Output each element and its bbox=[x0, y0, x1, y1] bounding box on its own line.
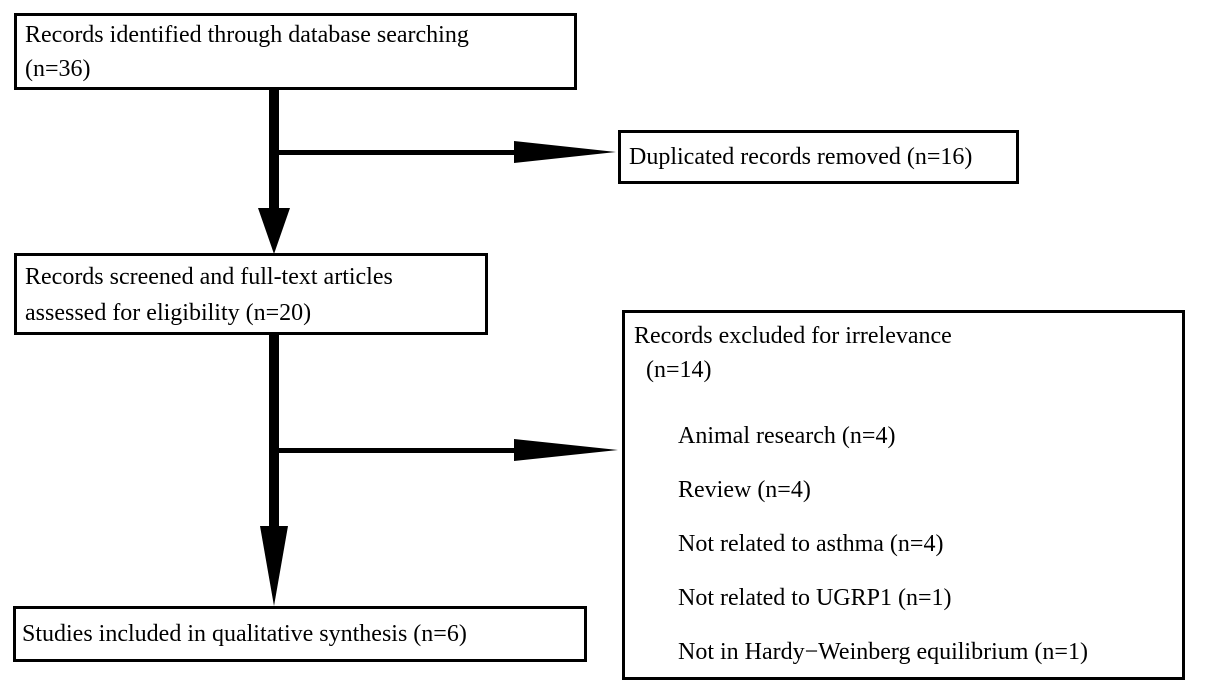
box-records-excluded: Records excluded for irrelevance (n=14) … bbox=[622, 310, 1185, 680]
box-records-screened-line2: assessed for eligibility (n=20) bbox=[25, 300, 312, 326]
box-records-identified-line1: Records identified through database sear… bbox=[25, 22, 469, 48]
box-records-excluded-title: Records excluded for irrelevance bbox=[634, 323, 952, 349]
box-studies-included: Studies included in qualitative synthesi… bbox=[13, 606, 587, 662]
arrow-stem-identification-to-screening bbox=[269, 90, 279, 210]
arrowhead-right-icon bbox=[514, 439, 618, 461]
box-studies-included-text: Studies included in qualitative synthesi… bbox=[22, 620, 467, 647]
excluded-reason-not-hwe: Not in Hardy−Weinberg equilibrium (n=1) bbox=[678, 639, 1088, 665]
arrowhead-down-icon bbox=[260, 526, 288, 606]
arrowhead-right-icon bbox=[514, 141, 616, 163]
arrow-branch-to-excluded bbox=[279, 448, 519, 453]
box-duplicates-removed-text: Duplicated records removed (n=16) bbox=[629, 143, 973, 170]
excluded-reasons-list: Animal research (n=4) Review (n=4) Not r… bbox=[678, 421, 1173, 667]
excluded-reason-review: Review (n=4) bbox=[678, 477, 811, 503]
excluded-reason-not-ugrp1: Not related to UGRP1 (n=1) bbox=[678, 585, 952, 611]
box-records-identified-count: (n=36) bbox=[25, 56, 91, 82]
arrow-stem-screening-to-included bbox=[269, 335, 279, 527]
box-records-excluded-count: (n=14) bbox=[646, 357, 712, 383]
excluded-reason-animal-research: Animal research (n=4) bbox=[678, 423, 896, 449]
box-duplicates-removed: Duplicated records removed (n=16) bbox=[618, 130, 1019, 184]
arrow-branch-to-duplicates bbox=[279, 150, 519, 155]
arrowhead-down-icon bbox=[258, 208, 290, 254]
box-records-identified: Records identified through database sear… bbox=[14, 13, 577, 90]
excluded-reason-not-asthma: Not related to asthma (n=4) bbox=[678, 531, 944, 557]
box-records-screened-line1: Records screened and full-text articles bbox=[25, 264, 393, 290]
box-records-screened: Records screened and full-text articles … bbox=[14, 253, 488, 335]
